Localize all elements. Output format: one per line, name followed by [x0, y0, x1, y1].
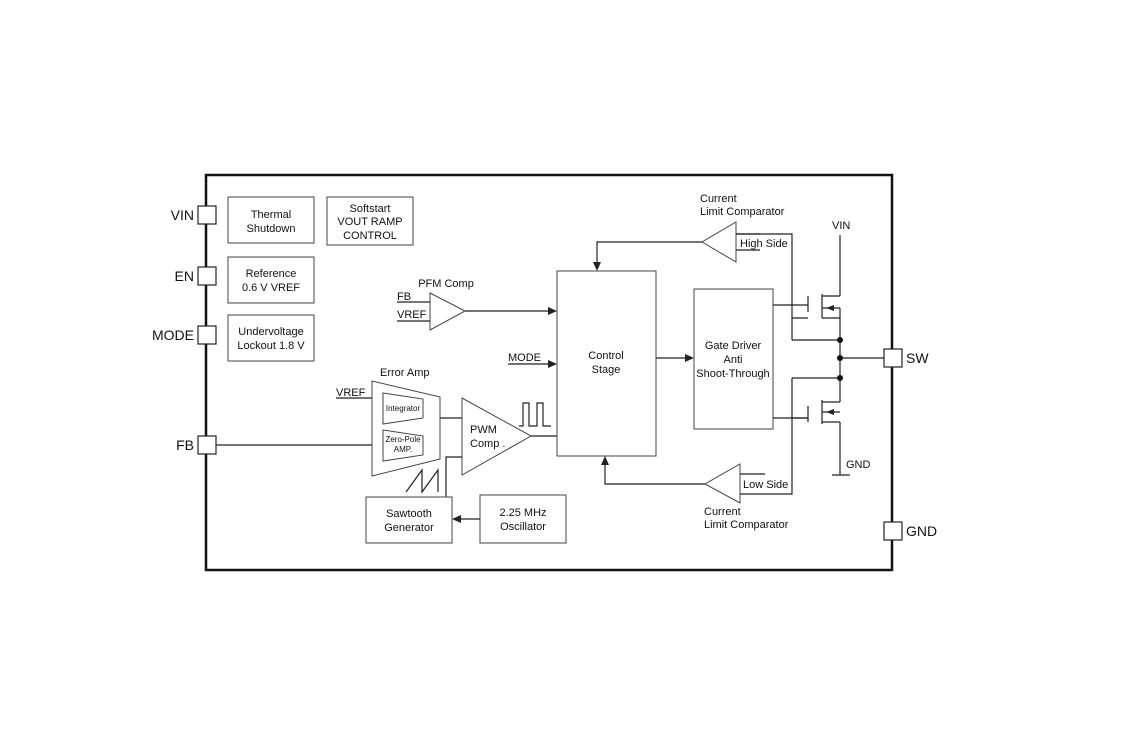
pwm-pulse-waveform — [519, 402, 551, 427]
pin-gnd: GND — [883, 521, 937, 541]
integrator-label: Integrator — [386, 404, 421, 413]
undervoltage-lockout-block: Undervoltage Lockout 1.8 V — [227, 314, 315, 362]
thermal-line-1: Thermal — [251, 209, 291, 221]
gate-driver-line-3: Shoot-Through — [696, 368, 769, 380]
pin-vin: VIN — [171, 205, 217, 225]
pin-en-label: EN — [175, 268, 194, 284]
hs-comp-label: High Side — [740, 238, 788, 250]
zero-pole-line-1: Zero-Pole — [385, 435, 421, 444]
pfm-comparator: PFM Comp FB VREF — [397, 278, 557, 331]
low-side-mosfet — [773, 378, 850, 476]
high-side-current-limit-comparator: Current Limit Comparator High Side — [593, 193, 808, 319]
pwm-line-2: Comp . — [470, 438, 505, 450]
pfm-comp-triangle — [429, 292, 467, 331]
mosfet-gnd-label: GND — [846, 459, 871, 471]
sw-node-dot-mid — [837, 355, 843, 361]
sawtooth-line-2: Generator — [384, 522, 434, 534]
pin-mode: MODE — [152, 325, 217, 345]
thermal-line-2: Shutdown — [247, 223, 296, 235]
hs-sense-wire — [736, 233, 808, 319]
uvlo-line-2: Lockout 1.8 V — [237, 340, 305, 352]
hs-to-control-wire — [596, 241, 702, 262]
oscillator-line-1: 2.25 MHz — [499, 507, 546, 519]
sw-node-dot-bottom — [837, 375, 843, 381]
arrow-hs-control — [593, 262, 601, 271]
pin-en: EN — [175, 266, 217, 286]
thermal-shutdown-block: Thermal Shutdown — [227, 196, 315, 244]
pwm-line-1: PWM — [470, 424, 497, 436]
pfm-input-fb: FB — [397, 291, 411, 303]
sawtooth-generator-block: Sawtooth Generator — [365, 496, 453, 544]
softstart-line-2: VOUT RAMP — [337, 216, 402, 228]
mosfet-vin-label: VIN — [832, 220, 850, 232]
control-stage-block: Control Stage — [556, 270, 657, 457]
integrator-block — [382, 392, 424, 425]
reference-line-2: 0.6 V VREF — [242, 282, 300, 294]
arrow-pfm-control — [548, 307, 557, 315]
hs-title-line-1: Current — [700, 193, 737, 205]
sawtooth-to-pwm-wire — [445, 456, 462, 497]
arrow-ls-control — [601, 456, 609, 465]
pin-fb-label: FB — [176, 437, 194, 453]
hs-title-line-2: Limit Comparator — [700, 206, 785, 218]
sawtooth-waveform — [405, 468, 439, 494]
zero-pole-line-2: AMP. — [394, 445, 413, 454]
pin-fb: FB — [176, 435, 217, 455]
arrow-osc-sawtooth — [452, 515, 461, 523]
ls-title-line-2: Limit Comparator — [704, 519, 789, 531]
sawtooth-line-1: Sawtooth — [386, 508, 432, 520]
pfm-input-vref: VREF — [397, 309, 427, 321]
mode-signal: MODE — [508, 352, 557, 368]
zero-pole-block — [382, 429, 424, 462]
control-line-2: Stage — [592, 364, 621, 376]
high-side-mosfet — [773, 235, 841, 340]
pwm-comp-triangle — [461, 397, 533, 476]
mode-signal-label: MODE — [508, 352, 541, 364]
gate-driver-line-1: Gate Driver — [705, 340, 762, 352]
oscillator-block: 2.25 MHz Oscillator — [479, 494, 567, 544]
error-amplifier: Error Amp VREF Integrator Zero-Pole AMP. — [336, 367, 441, 477]
hs-comp-triangle — [701, 221, 737, 263]
softstart-line-1: Softstart — [350, 203, 391, 215]
sw-node-dot-top — [837, 337, 843, 343]
control-line-1: Control — [588, 350, 623, 362]
ls-comp-label: Low Side — [743, 479, 788, 491]
pwm-comparator: PWM Comp . — [461, 397, 557, 476]
arrow-mode-control — [548, 360, 557, 368]
pfm-comp-title: PFM Comp — [418, 278, 474, 290]
softstart-line-3: CONTROL — [343, 230, 397, 242]
pin-sw: SW — [883, 348, 929, 368]
reference-block: Reference 0.6 V VREF — [227, 256, 315, 304]
pin-vin-label: VIN — [171, 207, 194, 223]
ls-comp-triangle — [703, 463, 741, 504]
pin-mode-label: MODE — [152, 327, 194, 343]
error-amp-title: Error Amp — [380, 367, 430, 379]
gate-driver-block: Gate Driver Anti Shoot-Through — [693, 288, 774, 430]
ls-title-line-1: Current — [704, 506, 741, 518]
arrow-control-gate — [685, 354, 694, 362]
softstart-block: Softstart VOUT RAMP CONTROL — [326, 196, 414, 246]
ls-to-control-wire — [604, 465, 705, 485]
error-amp-vref: VREF — [336, 387, 366, 399]
error-amp-trapezoid — [371, 380, 441, 477]
gate-driver-line-2: Anti — [724, 354, 743, 366]
uvlo-line-1: Undervoltage — [238, 326, 303, 338]
pin-sw-label: SW — [906, 350, 929, 366]
reference-line-1: Reference — [246, 268, 297, 280]
oscillator-line-2: Oscillator — [500, 521, 546, 533]
pin-gnd-label: GND — [906, 523, 937, 539]
